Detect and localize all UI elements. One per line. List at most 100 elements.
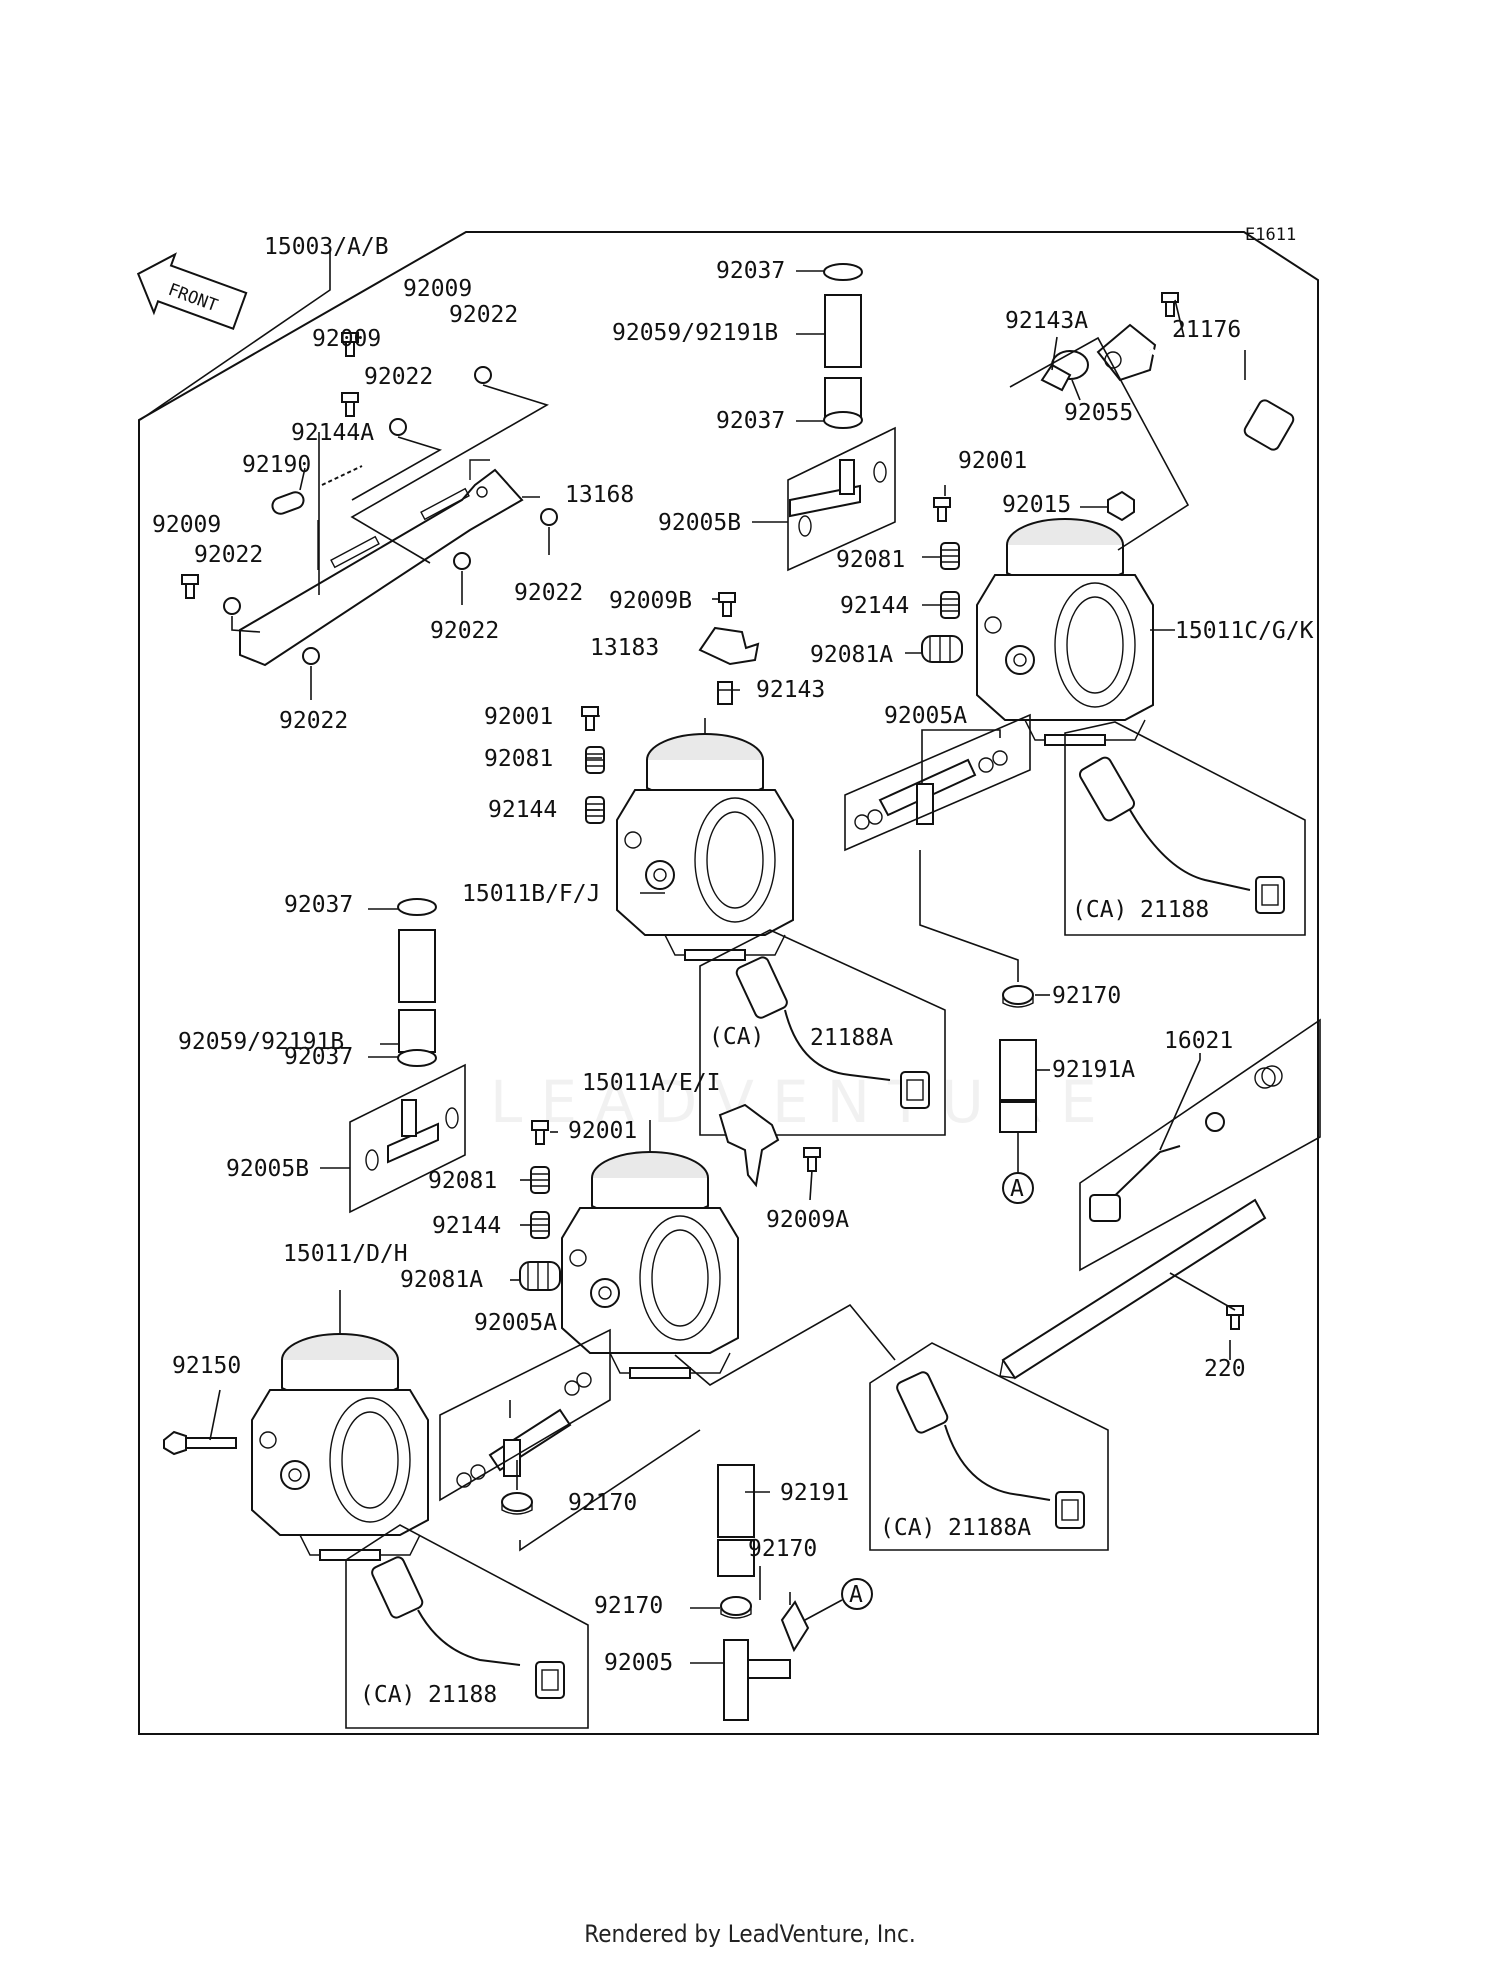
kit-box-16021 xyxy=(1079,1018,1321,1272)
label-92005a-b: 92005A xyxy=(474,1310,557,1336)
tee-92005b-lower xyxy=(365,1099,459,1171)
label-92022-e: 92022 xyxy=(430,618,499,644)
label-92009-c: 92009 xyxy=(152,512,221,538)
label-92081a-b: 92081A xyxy=(400,1267,483,1293)
diagram-code: E1611 xyxy=(1245,225,1296,245)
bracket-13183 xyxy=(698,626,760,666)
lead-lower-connect xyxy=(519,1429,701,1552)
label-92191a: 92191A xyxy=(1052,1057,1135,1083)
label-92022-f: 92022 xyxy=(279,708,348,734)
screw-92009a xyxy=(803,1147,821,1172)
washer-92022-f xyxy=(302,647,320,665)
label-92143: 92143 xyxy=(756,677,825,703)
ca-box-lower-right xyxy=(869,1342,1109,1551)
label-21188a-b: 21188A xyxy=(948,1515,1031,1541)
label-92170-d: 92170 xyxy=(594,1593,663,1619)
screw-92009-left xyxy=(181,574,199,599)
tee-box-lower-right xyxy=(439,1328,611,1502)
label-92081-c: 92081 xyxy=(428,1168,497,1194)
clamp-92170-d xyxy=(780,1600,810,1653)
tee-92005a-lower xyxy=(456,1372,592,1488)
label-92037-c: 92037 xyxy=(284,892,353,918)
washer-92022-e xyxy=(453,552,471,570)
washer-92022-d xyxy=(540,508,558,526)
hose-92059-top xyxy=(824,294,862,421)
label-21176: 21176 xyxy=(1172,317,1241,343)
callout-a-right-label: A xyxy=(1010,1176,1024,1202)
label-92022-c: 92022 xyxy=(194,542,263,568)
washer-92022-c xyxy=(223,597,241,615)
label-92191: 92191 xyxy=(780,1480,849,1506)
tee-box-right xyxy=(844,713,1031,852)
clamp-92170-c xyxy=(720,1596,752,1619)
label-92037-d: 92037 xyxy=(284,1044,353,1070)
tee-box-top xyxy=(787,426,896,572)
label-92144a: 92144A xyxy=(291,420,374,446)
label-ca-1: (CA) xyxy=(1072,897,1127,923)
label-92190: 92190 xyxy=(242,452,311,478)
label-92005b-a: 92005B xyxy=(658,510,741,536)
label-92170-b: 92170 xyxy=(568,1490,637,1516)
label-ca-4: (CA) xyxy=(360,1682,415,1708)
pipe-92190 xyxy=(271,491,305,515)
label-92009b: 92009B xyxy=(609,588,692,614)
sensor-box xyxy=(1009,336,1190,551)
screw-92001-b xyxy=(933,497,951,522)
label-92015: 92015 xyxy=(1002,492,1071,518)
label-92059-b: 92059/92191B xyxy=(178,1029,344,1055)
label-15011dh: 15011/D/H xyxy=(283,1241,408,1267)
label-92009-b: 92009 xyxy=(312,326,381,352)
label-ca-3: (CA) xyxy=(880,1515,935,1541)
bracket-92009a xyxy=(718,1103,780,1188)
tee-box-lower xyxy=(349,1063,466,1214)
label-92022-d: 92022 xyxy=(514,580,583,606)
tee-92005 xyxy=(723,1639,791,1721)
hose-92191a xyxy=(999,1039,1037,1133)
label-92005a-a: 92005A xyxy=(884,703,967,729)
screw-92009b xyxy=(718,592,736,617)
kit-16021 xyxy=(1089,1065,1283,1222)
label-92059-a: 92059/92191B xyxy=(612,320,778,346)
label-92022-b: 92022 xyxy=(364,364,433,390)
bolt-92150 xyxy=(163,1430,237,1456)
spring-92081a-lower xyxy=(519,1261,561,1291)
pad-92143a xyxy=(1040,363,1072,392)
label-92081-b: 92081 xyxy=(836,547,905,573)
clamp-92170-b xyxy=(501,1492,533,1515)
label-92081-a: 92081 xyxy=(484,746,553,772)
front-arrow-icon: FRONT xyxy=(136,252,248,330)
hose-92059-lower xyxy=(398,929,436,1053)
harness-21188a-mid xyxy=(735,956,930,1109)
label-ca-2: (CA) xyxy=(709,1024,764,1050)
lead-a-lower xyxy=(804,1599,843,1621)
ca-box-right xyxy=(1064,721,1306,936)
carburetor-15011cgk xyxy=(976,518,1154,746)
label-92081a-a: 92081A xyxy=(810,642,893,668)
label-15003: 15003/A/B xyxy=(264,234,389,260)
label-15011cgk: 15011C/G/K xyxy=(1175,618,1314,644)
watermark: LEADVENTURE xyxy=(490,1068,1115,1136)
clip-92037-d xyxy=(397,1049,437,1067)
callout-a-lower-label: A xyxy=(849,1582,863,1608)
label-92009a: 92009A xyxy=(766,1207,849,1233)
label-92144-b: 92144 xyxy=(840,593,909,619)
spring-92144-c xyxy=(530,1211,550,1239)
carburetor-15011aei xyxy=(561,1151,739,1379)
label-92001-c: 92001 xyxy=(568,1118,637,1144)
bracket-leaders xyxy=(139,250,550,700)
label-92170-c: 92170 xyxy=(748,1536,817,1562)
bracket-assembly xyxy=(239,459,524,667)
label-16021: 16021 xyxy=(1164,1028,1233,1054)
label-13183: 13183 xyxy=(590,635,659,661)
label-21188-b: 21188 xyxy=(428,1682,497,1708)
rail-220 xyxy=(999,1198,1267,1380)
hose-92191 xyxy=(717,1464,755,1577)
lead-220 xyxy=(1169,1272,1236,1311)
label-92037-b: 92037 xyxy=(716,408,785,434)
label-92143a: 92143A xyxy=(1005,308,1088,334)
screw-92001-a xyxy=(581,706,599,731)
spring-92081-b xyxy=(940,542,960,570)
nut-92015 xyxy=(1107,490,1135,522)
label-92150: 92150 xyxy=(172,1353,241,1379)
